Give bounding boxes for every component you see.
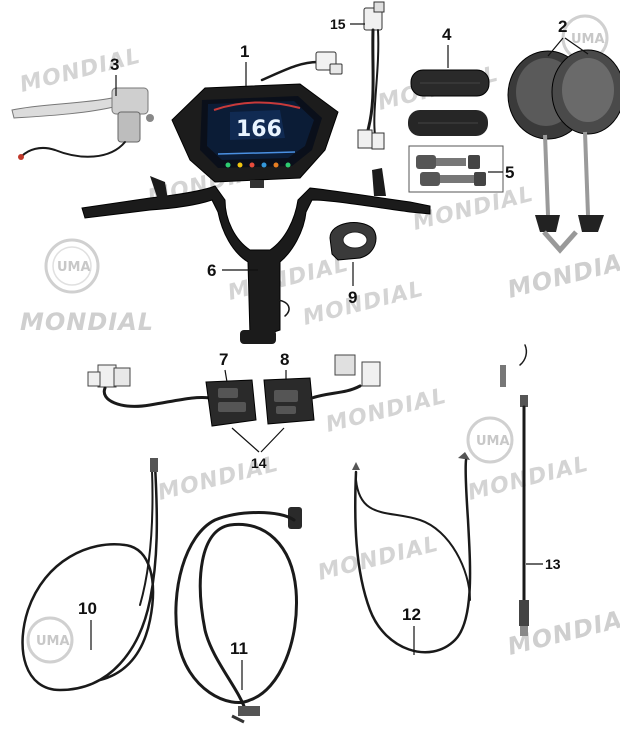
callout-label-3: 3 — [110, 55, 119, 74]
callout-7: 7 — [219, 350, 228, 383]
ignition-bezel — [329, 222, 377, 261]
callout-label-10: 10 — [78, 599, 97, 618]
callout-9: 9 — [348, 262, 357, 307]
svg-text:UMA: UMA — [57, 260, 91, 275]
svg-text:UMA: UMA — [36, 634, 70, 649]
callout-5: 5 — [488, 163, 514, 182]
callout-label-15: 15 — [330, 16, 346, 32]
uma-logo-watermark: UMA — [26, 616, 74, 664]
callout-label-14: 14 — [251, 455, 267, 471]
callout-14: 14 — [231, 427, 285, 471]
throttle-cable — [174, 507, 302, 724]
uma-logo-watermark: UMA — [44, 238, 100, 294]
svg-text:UMA: UMA — [476, 434, 510, 449]
callout-label-13: 13 — [545, 556, 561, 572]
brake-cable — [21, 458, 159, 692]
choke-cable — [500, 344, 529, 636]
brake-lever-assembly — [11, 87, 154, 160]
handlebar-frame — [81, 168, 431, 344]
right-handlebar-switch — [263, 354, 381, 425]
callout-label-6: 6 — [207, 261, 216, 280]
callout-label-7: 7 — [219, 350, 228, 369]
callout-1: 1 — [240, 42, 249, 86]
watermark-mondial: MONDIAL — [300, 277, 426, 331]
callout-label-5: 5 — [505, 163, 514, 182]
callout-3: 3 — [110, 55, 119, 96]
callout-12: 12 — [402, 605, 421, 655]
callout-label-4: 4 — [442, 25, 452, 44]
svg-text:UMA: UMA — [571, 32, 605, 47]
speedometer-cable — [352, 452, 472, 654]
watermark-mondial: MONDIAL — [20, 308, 154, 336]
callout-label-2: 2 — [558, 17, 567, 36]
left-handlebar-switch — [87, 364, 257, 427]
watermark-mondial: MONDIAL — [315, 532, 441, 586]
callout-8: 8 — [280, 350, 289, 380]
callout-label-11: 11 — [230, 639, 248, 658]
bar-end-weights — [408, 145, 504, 193]
callout-11: 11 — [230, 639, 248, 690]
rear-view-mirrors — [507, 49, 620, 254]
dashboard-speed-readout: 166 — [236, 117, 282, 142]
callout-label-9: 9 — [348, 288, 357, 307]
watermark-mondial: MONDIAL — [505, 244, 620, 304]
callout-15: 15 — [330, 16, 365, 32]
callout-10: 10 — [78, 599, 97, 650]
wiring-harness — [357, 1, 385, 150]
callout-4: 4 — [442, 25, 452, 68]
callout-6: 6 — [207, 261, 258, 280]
callout-13: 13 — [526, 556, 561, 572]
dashboard-instrument-cluster: 166 — [171, 51, 343, 188]
uma-logo-watermark: UMA — [466, 416, 514, 464]
callout-label-8: 8 — [280, 350, 289, 369]
handlebar-grips — [408, 69, 490, 136]
callout-2: 2 — [547, 17, 589, 57]
callout-label-12: 12 — [402, 605, 421, 624]
callout-label-1: 1 — [240, 42, 249, 61]
